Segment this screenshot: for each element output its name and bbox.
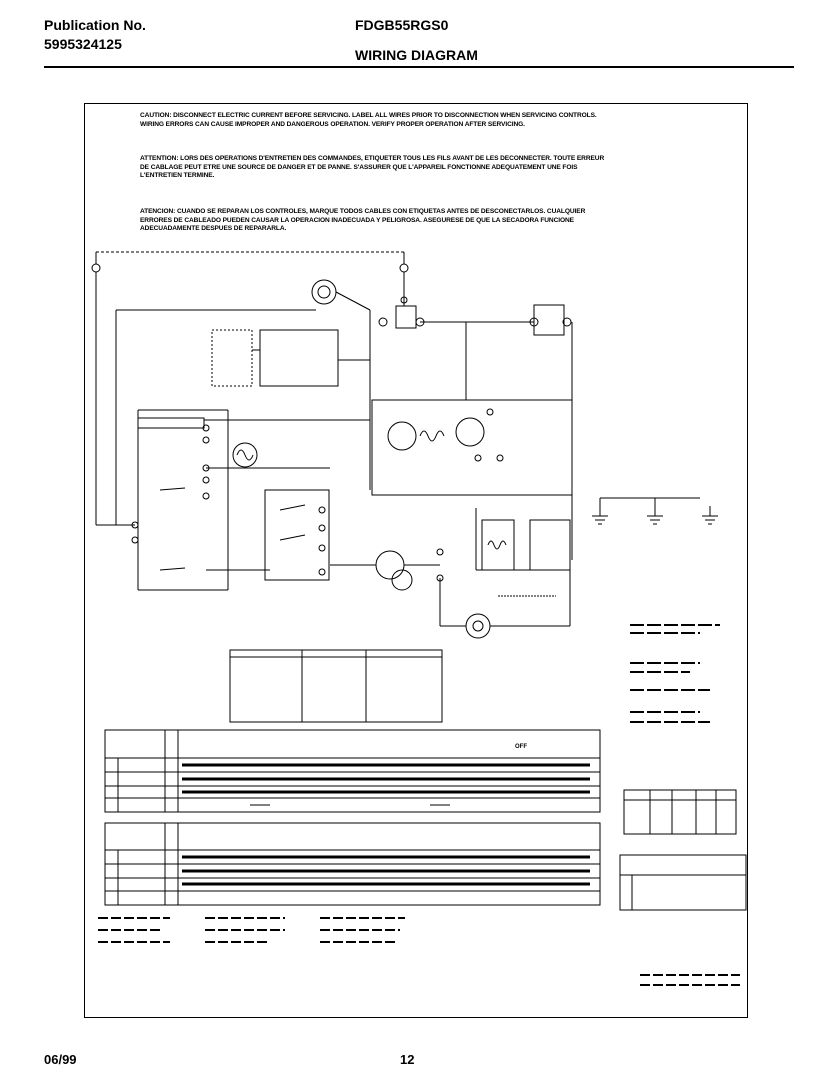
footer-date: 06/99 bbox=[44, 1052, 77, 1067]
diagram-frame bbox=[84, 103, 748, 1018]
chart1-off-label: OFF bbox=[515, 744, 527, 750]
caution-spanish: ATENCION: CUANDO SE REPARAN LOS CONTROLE… bbox=[140, 208, 586, 233]
model-number: FDGB55RGS0 bbox=[355, 17, 449, 33]
caution-english: CAUTION: DISCONNECT ELECTRIC CURRENT BEF… bbox=[140, 112, 597, 128]
publication-label: Publication No. bbox=[44, 17, 146, 33]
page-title: WIRING DIAGRAM bbox=[355, 47, 478, 63]
caution-french: ATTENTION: LORS DES OPERATIONS D'ENTRETI… bbox=[140, 155, 605, 180]
footer-page: 12 bbox=[400, 1052, 415, 1067]
publication-number: 5995324125 bbox=[44, 36, 122, 52]
header-rule bbox=[44, 66, 794, 68]
